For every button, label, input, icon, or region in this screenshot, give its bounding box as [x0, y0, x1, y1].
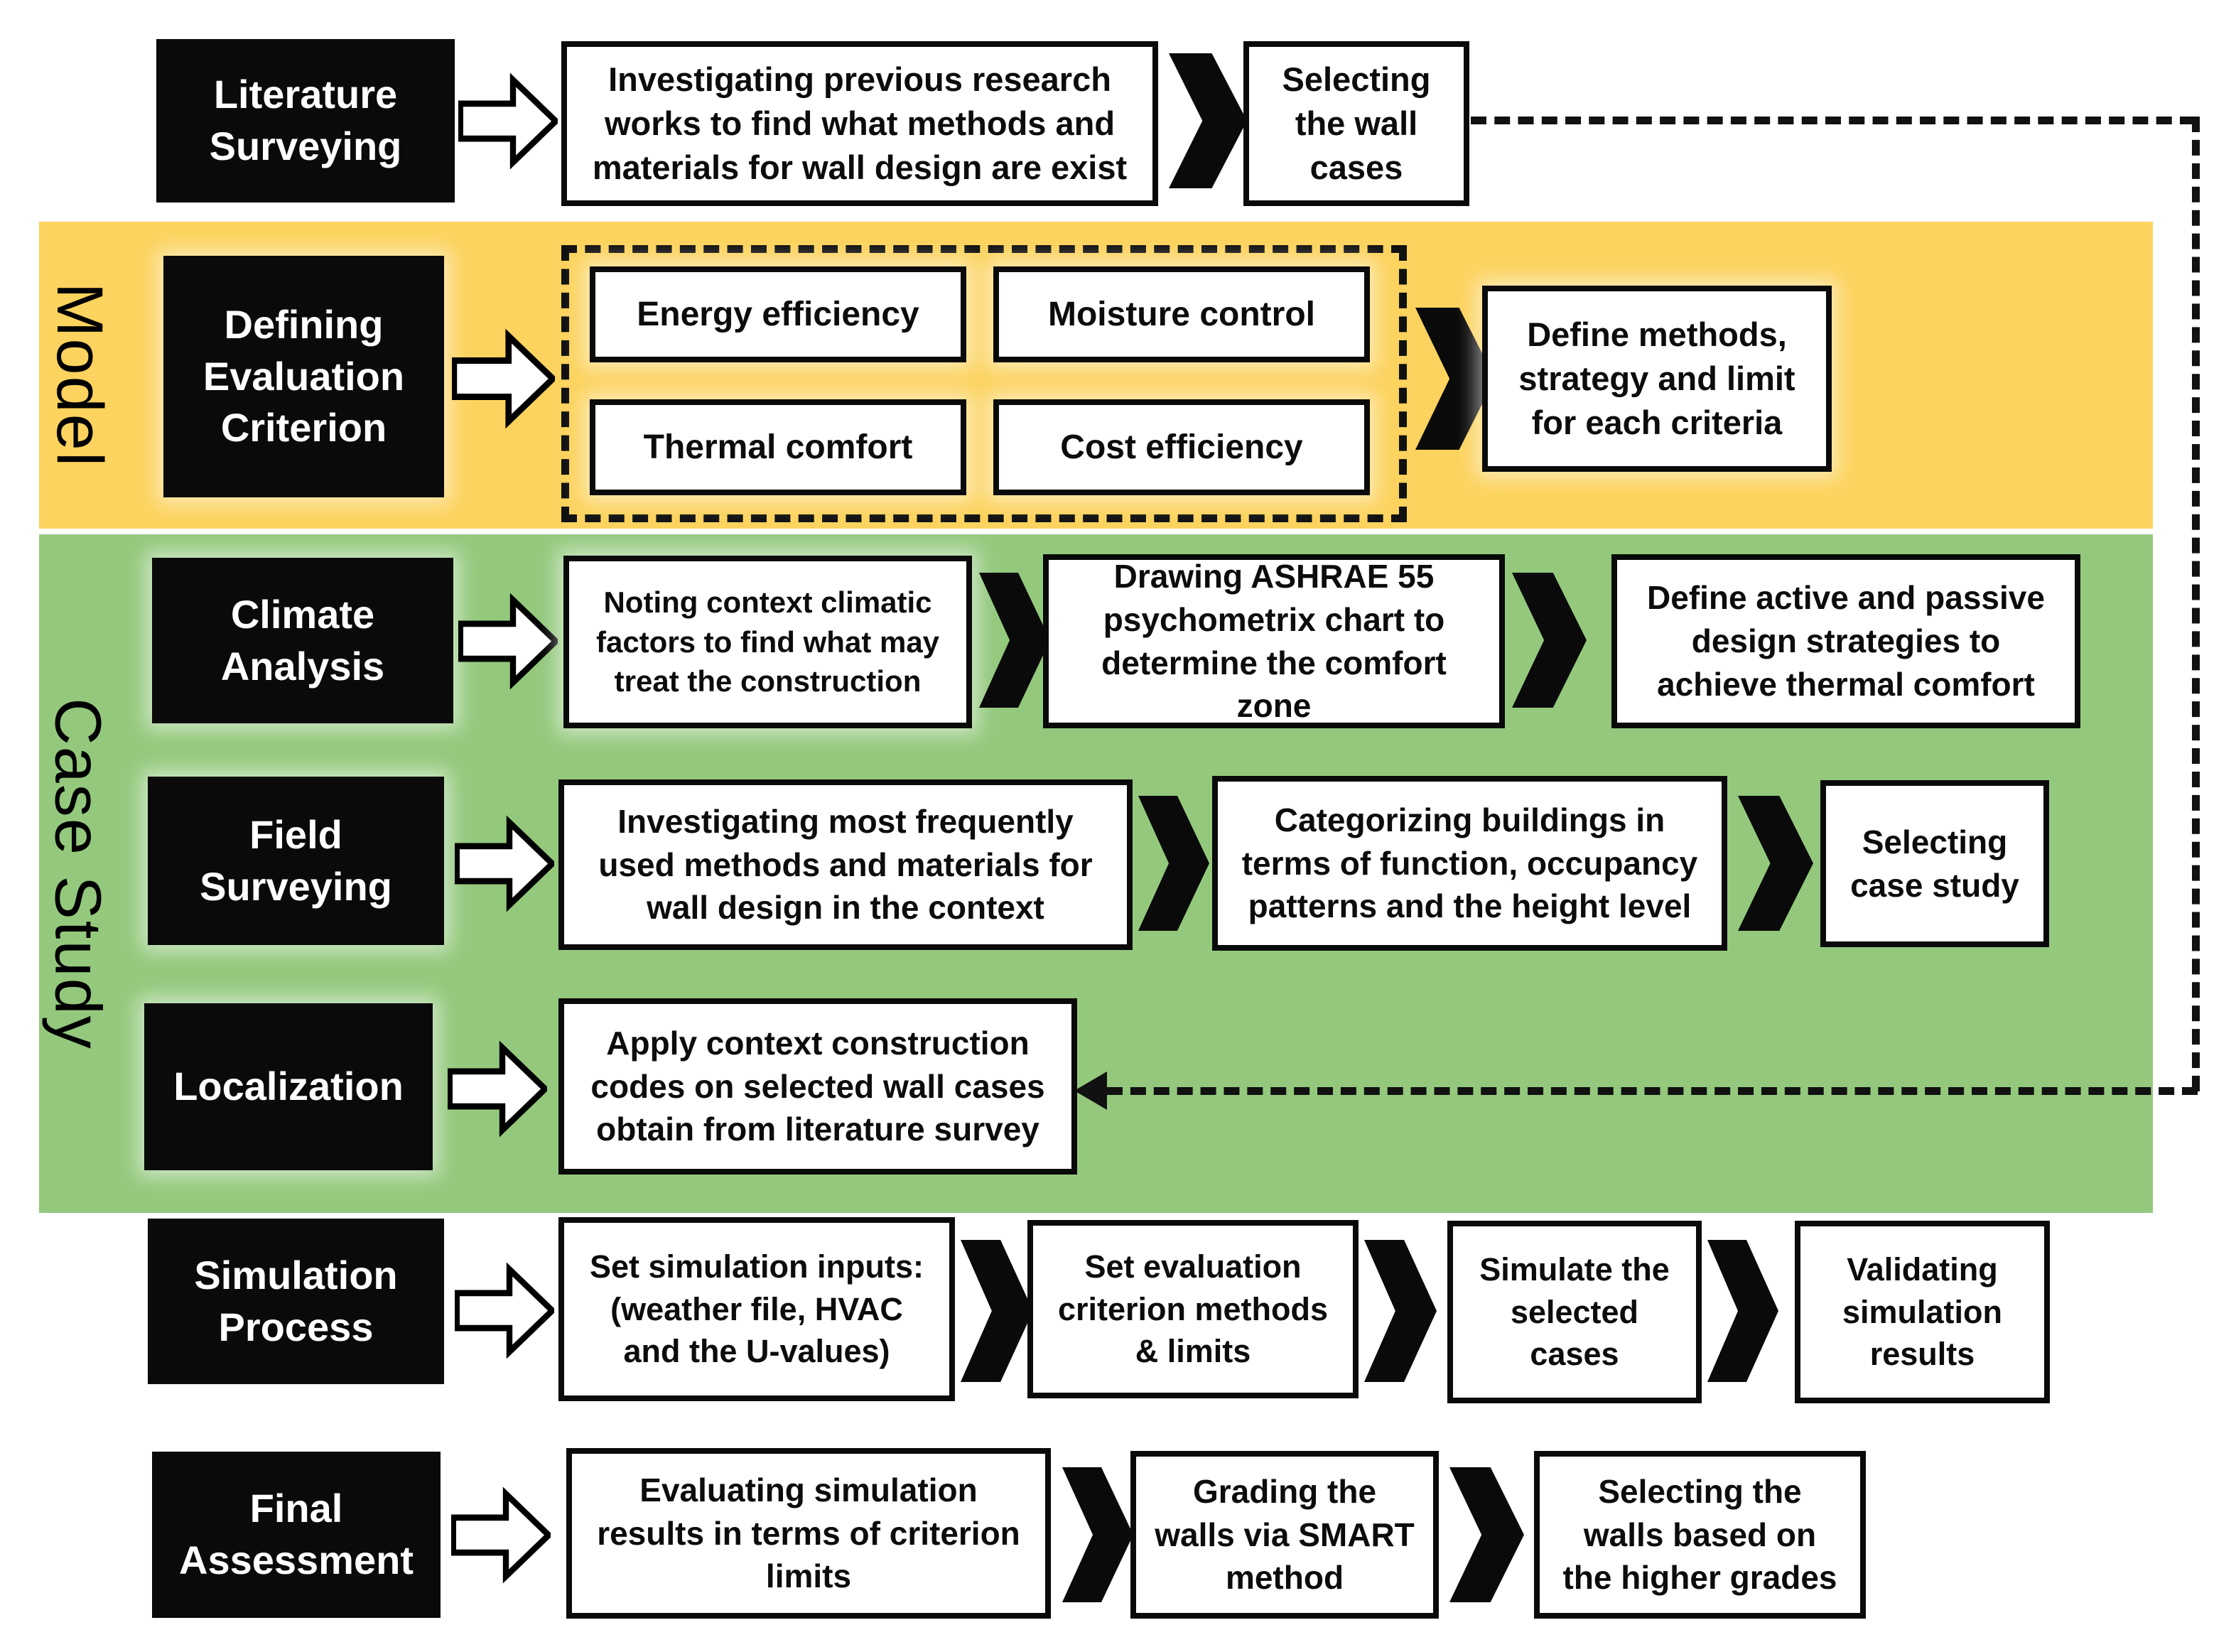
- chevron-arrow-icon: [1169, 53, 1247, 188]
- stage-defining-evaluation-criterion: Defining Evaluation Criterion: [163, 256, 444, 497]
- chevron-arrow-icon: [1062, 1467, 1133, 1602]
- block-arrow-icon: [452, 325, 555, 432]
- connector-arrowhead-icon: [1074, 1071, 1107, 1110]
- stage-climate-analysis: Climate Analysis: [152, 558, 453, 723]
- stage-field-surveying: Field Surveying: [148, 777, 444, 945]
- step-noting-context-climatic-factors: Noting context climatic factors to find …: [563, 556, 972, 728]
- criteria-group: [561, 245, 1407, 522]
- step-evaluating-simulation-results: Evaluating simulation results in terms o…: [566, 1448, 1051, 1619]
- stage-literature-surveying: Literature Surveying: [156, 39, 455, 203]
- criterion-thermal-comfort: Thermal comfort: [590, 399, 966, 495]
- criterion-moisture-control: Moisture control: [993, 266, 1370, 362]
- step-categorizing-buildings: Categorizing buildings in terms of funct…: [1212, 776, 1727, 951]
- dashed-connector-right-segment: [2192, 117, 2200, 1091]
- stage-simulation-process: Simulation Process: [148, 1219, 444, 1384]
- chevron-arrow-icon: [1449, 1467, 1524, 1602]
- criterion-energy-efficiency: Energy efficiency: [590, 266, 966, 362]
- step-validating-simulation-results: Validating simulation results: [1795, 1221, 2050, 1403]
- step-drawing-ashrae-55: Drawing ASHRAE 55 psychometrix chart to …: [1043, 554, 1505, 728]
- step-grading-walls-smart: Grading the walls via SMART method: [1130, 1451, 1439, 1619]
- step-set-evaluation-criterion-methods: Set evaluation criterion methods & limit…: [1027, 1220, 1359, 1398]
- chevron-arrow-icon: [1707, 1240, 1778, 1382]
- step-simulate-selected-cases: Simulate the selected cases: [1447, 1221, 1702, 1403]
- model-label: Model: [43, 282, 117, 468]
- chevron-arrow-icon: [1364, 1240, 1437, 1382]
- criterion-cost-efficiency: Cost efficiency: [993, 399, 1370, 495]
- step-investigating-frequent-methods: Investigating most frequently used metho…: [558, 779, 1133, 950]
- block-arrow-icon: [451, 1484, 551, 1587]
- step-apply-context-construction-codes: Apply context construction codes on sele…: [558, 998, 1077, 1175]
- block-arrow-icon: [455, 812, 554, 915]
- block-arrow-icon: [458, 590, 558, 693]
- step-investigating-previous-research: Investigating previous research works to…: [561, 41, 1158, 206]
- step-set-simulation-inputs: Set simulation inputs: (weather file, HV…: [558, 1217, 955, 1401]
- case-study-label: Case Study: [42, 698, 114, 1050]
- block-arrow-icon: [458, 70, 558, 173]
- step-selecting-case-study: Selecting case study: [1820, 780, 2049, 947]
- step-selecting-wall-cases: Selecting the wall cases: [1243, 41, 1469, 206]
- step-selecting-walls-higher-grades: Selecting the walls based on the higher …: [1534, 1451, 1866, 1619]
- dashed-connector-bottom-segment: [1107, 1087, 2198, 1095]
- chevron-arrow-icon: [961, 1240, 1033, 1382]
- block-arrow-icon: [448, 1037, 547, 1140]
- block-arrow-icon: [455, 1259, 554, 1362]
- stage-final-assessment: Final Assessment: [152, 1452, 441, 1618]
- step-define-methods-strategy-limit: Define methods, strategy and limit for e…: [1482, 286, 1832, 472]
- step-define-active-passive-strategies: Define active and passive design strateg…: [1611, 554, 2080, 728]
- stage-localization: Localization: [144, 1003, 433, 1170]
- dashed-connector-top-segment: [1471, 117, 2196, 124]
